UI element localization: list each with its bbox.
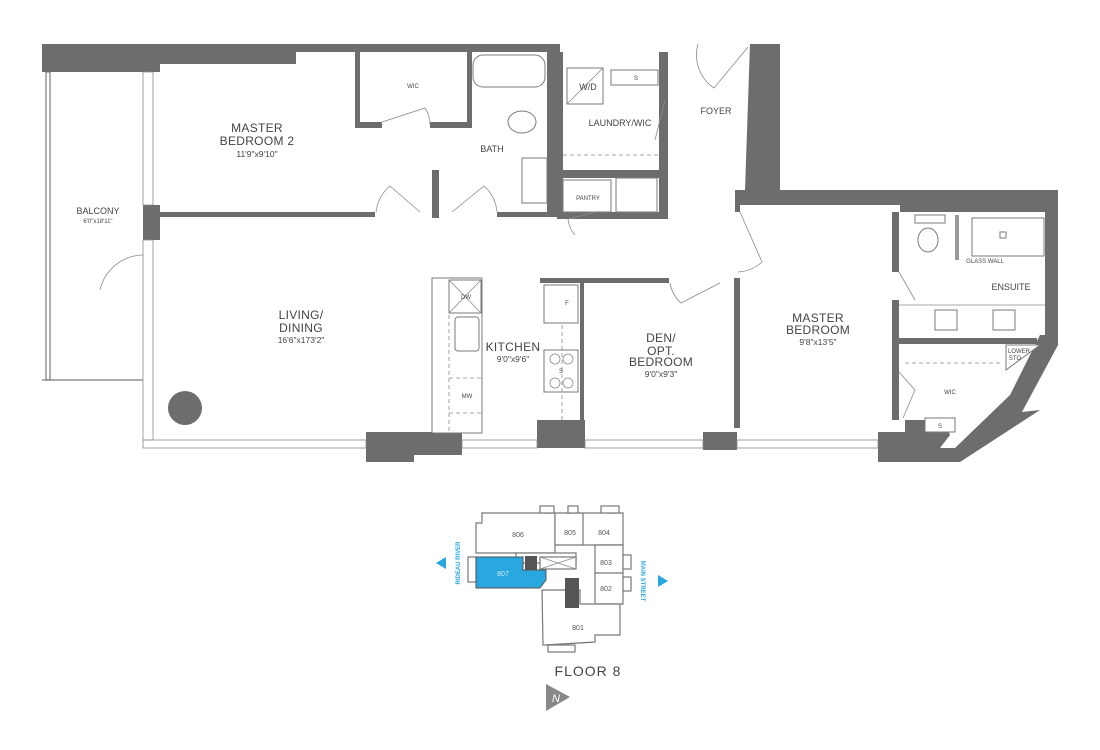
living-label-2: DINING [279, 321, 323, 335]
unit-803: 803 [600, 560, 612, 567]
windows [42, 71, 879, 449]
kitchen-label: KITCHEN [486, 340, 541, 354]
selected-unit-highlight[interactable] [475, 556, 547, 589]
walls [42, 44, 1058, 462]
master-bedroom-dims: 9'8"x13'5" [799, 337, 836, 347]
fixtures [168, 43, 1045, 434]
bath-label: BATH [480, 144, 503, 154]
master-bedroom-2-dims: 11'9"x9'10" [236, 149, 277, 159]
unit-807: 807 [497, 571, 509, 578]
glass-wall-label: GLASS WALL [966, 259, 1004, 265]
master-bedroom-2-label: MASTER [231, 121, 283, 135]
compass-label: N [552, 693, 560, 705]
master-bedroom-label-2: BEDROOM [786, 323, 850, 337]
dishwasher-label: DW [461, 295, 471, 301]
unit-802: 802 [600, 586, 612, 593]
washer-dryer-label: W/D [579, 82, 597, 92]
east-arrow-icon [658, 575, 668, 587]
room-labels: MASTER BEDROOM 2 11'9"x9'10" WIC BATH W/… [76, 76, 1030, 430]
laundry-label: LAUNDRY/WIC [589, 118, 652, 128]
unit-806: 806 [512, 532, 524, 539]
stove-label: S [559, 369, 563, 375]
microwave-label: MW [462, 394, 473, 400]
compass-north-icon [546, 684, 570, 711]
unit-801: 801 [572, 625, 584, 632]
den-dims: 9'0"x9'3" [645, 369, 677, 379]
wic-2-shelf-label: S [938, 424, 942, 430]
unit-804: 804 [598, 530, 610, 537]
living-label: LIVING/ [279, 308, 324, 322]
east-label: MAIN STREET [639, 561, 645, 602]
den-label-3: BEDROOM [629, 355, 693, 369]
lower-storage-label-2: STO [1009, 356, 1022, 362]
west-arrow-icon [436, 557, 446, 569]
unit-805: 805 [564, 530, 576, 537]
floor-label: FLOOR 8 [555, 663, 622, 679]
fridge-label: F [565, 301, 569, 307]
lower-storage-label: LOWER [1008, 349, 1031, 355]
pantry-label: PANTRY [576, 196, 600, 202]
kitchen-dims: 9'0"x9'6" [497, 354, 529, 364]
living-dims: 16'6"x173'2" [278, 335, 325, 345]
west-label: RIDEAU RIVER [456, 541, 462, 585]
balcony-dims: 6'0"x18'11" [83, 219, 112, 225]
key-plan: 806 805 804 803 802 801 807 RIDEAU RIVER… [436, 505, 668, 711]
foyer-label: FOYER [700, 106, 732, 116]
den-label-2: OPT. [647, 344, 675, 358]
master-bedroom-2-label-2: BEDROOM 2 [220, 134, 295, 148]
balcony-label: BALCONY [76, 206, 119, 216]
master-bedroom-label: MASTER [792, 311, 844, 325]
den-label: DEN/ [646, 331, 676, 345]
wic-label: WIC [407, 84, 419, 90]
ensuite-label: ENSUITE [991, 282, 1030, 292]
laundry-shelf-label: S [634, 76, 638, 82]
wic-2-label: WIC [944, 390, 956, 396]
column [168, 391, 202, 425]
